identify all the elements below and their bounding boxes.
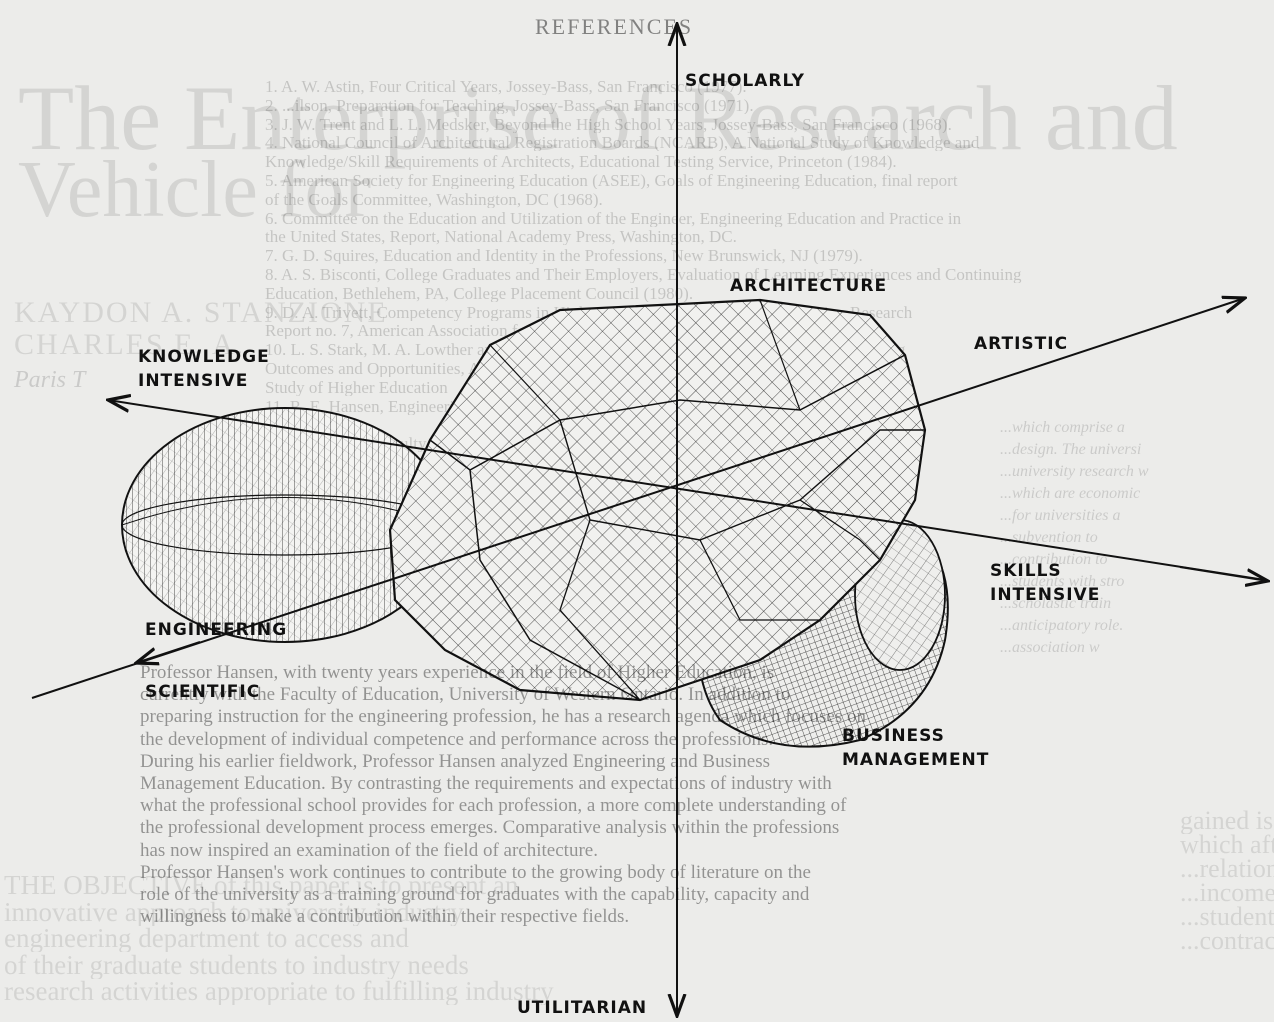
label-architecture: ARCHITECTURE (730, 278, 887, 295)
label-scholarly: SCHOLARLY (685, 73, 805, 90)
bio-line: has now inspired an examination of the f… (140, 841, 598, 860)
bio-line: the professional development process eme… (140, 818, 839, 837)
label-artistic: ARTISTIC (974, 336, 1068, 353)
label-engineering: ENGINEERING (145, 622, 287, 639)
label-business: BUSINESS (842, 728, 945, 745)
bio-line: preparing instruction for the engineerin… (140, 707, 866, 726)
label-skills-intensive: INTENSIVE (990, 587, 1100, 604)
label-scientific: SCIENTIFIC (145, 684, 260, 701)
bio-line: Professor Hansen, with twenty years expe… (140, 663, 774, 682)
bio-line: what the professional school provides fo… (140, 796, 847, 815)
label-utilitarian: UTILITARIAN (517, 1000, 647, 1017)
bio-line: willingness to make a contribution withi… (140, 907, 629, 926)
bio-line: Management Education. By contrasting the… (140, 774, 832, 793)
label-knowledge: KNOWLEDGE (138, 349, 270, 366)
label-management: MANAGEMENT (842, 752, 989, 769)
bio-line: During his earlier fieldwork, Professor … (140, 752, 770, 771)
bio-line: the development of individual competence… (140, 730, 773, 749)
label-knowledge-intensive: INTENSIVE (138, 373, 248, 390)
bio-line: role of the university as a training gro… (140, 885, 809, 904)
bio-line: Professor Hansen's work continues to con… (140, 863, 811, 882)
label-skills: SKILLS (990, 563, 1062, 580)
